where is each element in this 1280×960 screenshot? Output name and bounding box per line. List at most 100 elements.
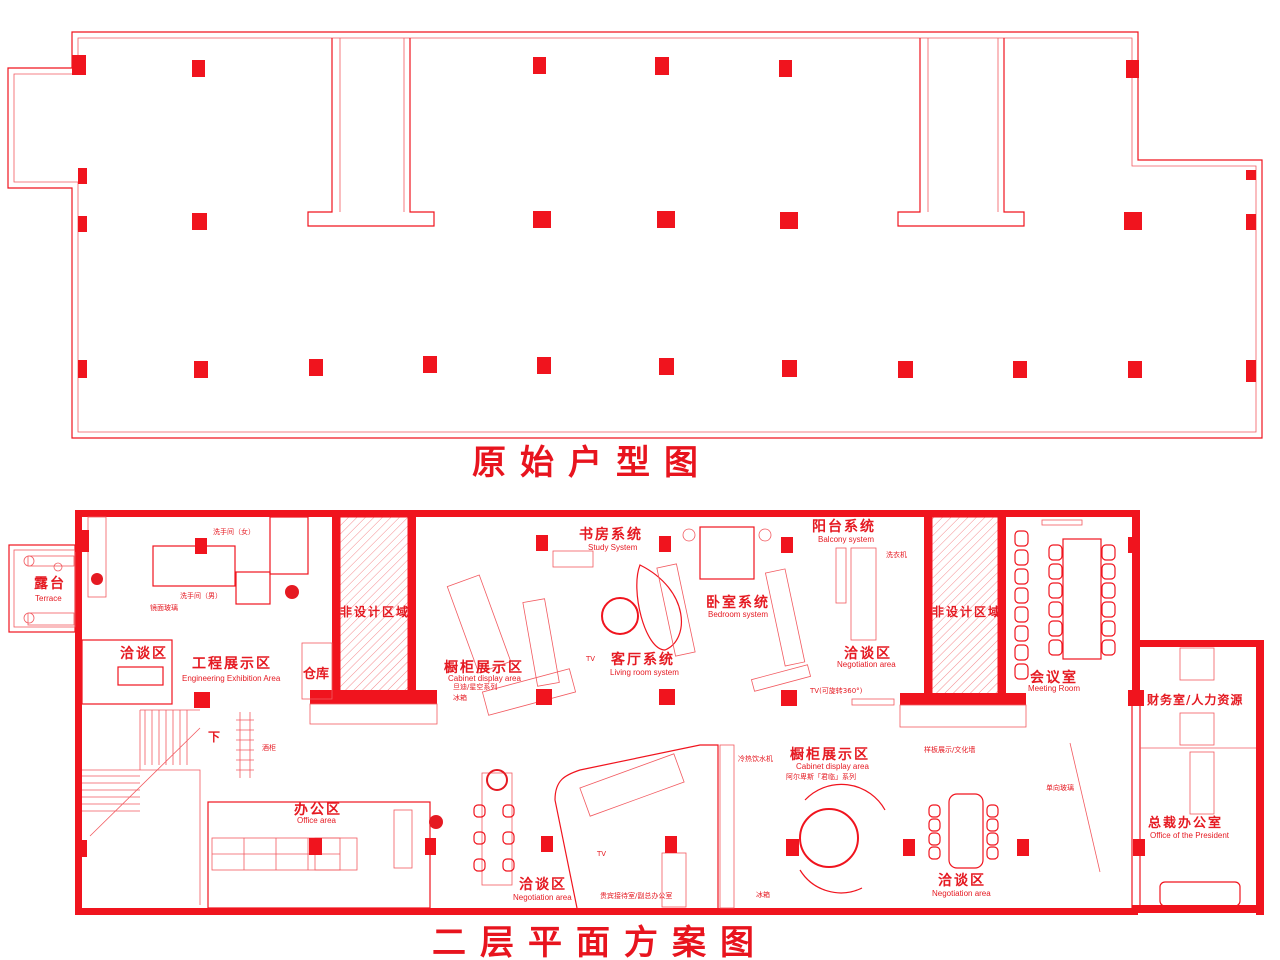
- plant-icon: [91, 573, 103, 585]
- fridge-right-label: 冰箱: [756, 890, 770, 899]
- chair-icon: [1101, 544, 1116, 561]
- finance-hr-label: 财务室/人力资源: [1146, 692, 1243, 707]
- sample-wall-label: 样板展示/文化墙: [924, 745, 975, 754]
- chair-icon: [1014, 549, 1029, 566]
- one-way-glass-label: 单向玻璃: [1046, 783, 1074, 792]
- chair-icon: [928, 846, 941, 860]
- chair-icon: [986, 804, 999, 818]
- meeting-label: 会议室: [1030, 669, 1078, 686]
- non-design-label: 非设计区域: [932, 604, 1002, 619]
- storage-label: 仓库: [302, 666, 329, 682]
- chair-icon: [1014, 644, 1029, 661]
- chair-icon: [1048, 544, 1063, 561]
- second-floor-plan: 露台 Terrace 洗手间（女） 洗手间（男） 镜面玻璃 非设计区域: [8, 510, 1264, 960]
- stairs-down-label: 下: [208, 730, 222, 744]
- chair-icon: [1048, 601, 1063, 618]
- negotiation-right-label: 洽谈区: [938, 872, 986, 889]
- chair-icon: [1048, 582, 1063, 599]
- tv-left-label: TV: [585, 655, 595, 663]
- chair-icon: [1048, 620, 1063, 637]
- negotiation-bottom-label-en: Negotiation area: [513, 893, 572, 902]
- second-floor-title: 二层平面方案图: [432, 923, 768, 960]
- original-floor-plan: 原始户型图: [7, 31, 1263, 483]
- water-dispenser-label: 冷热饮水机: [738, 754, 773, 763]
- cabinet-right-label: 橱柜展示区: [790, 746, 870, 763]
- study-label: 书房系统: [579, 526, 643, 543]
- balcony-label: 阳台系统: [812, 518, 876, 535]
- president-label: 总裁办公室: [1148, 815, 1223, 831]
- chair-icon: [473, 858, 486, 872]
- mirror-glass-label: 镜面玻璃: [150, 603, 178, 612]
- cabinet-right-series: 阿尔卑斯「君临」系列: [786, 772, 856, 781]
- chair-icon: [1014, 606, 1029, 623]
- engineering-label: 工程展示区: [192, 656, 272, 672]
- negotiation-mid-label: 洽谈区: [844, 645, 892, 662]
- chair-icon: [1014, 568, 1029, 585]
- chair-icon: [1101, 620, 1116, 637]
- living-label-en: Living room system: [610, 668, 679, 677]
- cabinet-left-series: 旦迪/星空系列: [453, 682, 497, 691]
- chair-icon: [1101, 601, 1116, 618]
- office-label-en: Office area: [297, 816, 337, 825]
- negotiation-right-label-en: Negotiation area: [932, 889, 991, 898]
- restrooms: 洗手间（女） 洗手间（男） 镜面玻璃: [87, 516, 309, 612]
- chair-icon: [986, 846, 999, 860]
- chair-icon: [1101, 563, 1116, 580]
- chair-icon: [1014, 587, 1029, 604]
- chair-icon: [1014, 663, 1029, 680]
- chair-icon: [473, 831, 486, 845]
- wc-male-label: 洗手间（男）: [180, 591, 222, 600]
- president-label-en: Office of the President: [1150, 831, 1230, 840]
- office-label: 办公区: [294, 801, 342, 818]
- original-plan-title: 原始户型图: [472, 443, 712, 483]
- non-design-label: 非设计区域: [340, 604, 410, 619]
- fridge-left-label: 冰箱: [453, 693, 467, 702]
- engineering-label-en: Engineering Exhibition Area: [182, 674, 281, 683]
- chair-icon: [928, 804, 941, 818]
- negotiation-bottom-label: 洽谈区: [519, 876, 567, 893]
- chair-icon: [473, 804, 486, 818]
- plant-icon: [285, 585, 299, 599]
- chair-icon: [1101, 639, 1116, 656]
- tv-rotate-label: TV(可旋转360°): [809, 686, 863, 695]
- meeting-room: 会议室 Meeting Room: [1014, 519, 1116, 693]
- chair-icon: [1048, 639, 1063, 656]
- chair-icon: [928, 818, 941, 832]
- chair-icon: [986, 832, 999, 846]
- balcony-label-en: Balcony system: [818, 535, 874, 544]
- staircase: 下: [82, 709, 222, 905]
- office-area: 办公区 Office area: [207, 801, 443, 909]
- wc-female-label: 洗手间（女）: [213, 527, 255, 536]
- chair-icon: [986, 818, 999, 832]
- terrace-label: 露台: [34, 575, 66, 592]
- cabinet-display-left: 橱柜展示区 Cabinet display area 旦迪/星空系列 冰箱 TV: [444, 574, 595, 716]
- plant-icon: [486, 769, 508, 791]
- structural-columns: [72, 55, 1256, 382]
- terrace: 露台 Terrace: [8, 544, 76, 633]
- chair-icon: [928, 832, 941, 846]
- non-design-area-left: 非设计区域: [310, 516, 437, 704]
- study-label-en: Study System: [588, 543, 638, 552]
- tv-bottom-label: TV: [596, 850, 606, 858]
- wine-cabinet-label: 酒柜: [262, 743, 276, 752]
- plant-icon: [429, 815, 443, 829]
- chair-icon: [1014, 530, 1029, 547]
- negotiation-mid-label-en: Negotiation area: [837, 660, 896, 669]
- bedroom-label: 卧室系统: [706, 594, 770, 611]
- cabinet-display-right: 冷热饮水机 橱柜展示区 Cabinet display area 阿尔卑斯「君临…: [738, 746, 886, 899]
- chair-icon: [502, 858, 515, 872]
- chair-icon: [1048, 563, 1063, 580]
- cabinet-left-label: 橱柜展示区: [444, 659, 524, 676]
- chair-icon: [502, 831, 515, 845]
- terrace-label-en: Terrace: [35, 594, 62, 603]
- structural-columns: [75, 530, 1145, 857]
- cabinet-left-label-en: Cabinet display area: [448, 674, 521, 683]
- meeting-label-en: Meeting Room: [1028, 684, 1080, 693]
- living-label: 客厅系统: [610, 651, 675, 668]
- chair-icon: [1014, 625, 1029, 642]
- chair-icon: [1101, 582, 1116, 599]
- negotiation-left-label: 洽谈区: [120, 645, 168, 662]
- washer-label: 洗衣机: [886, 550, 907, 559]
- cabinet-right-label-en: Cabinet display area: [796, 762, 869, 771]
